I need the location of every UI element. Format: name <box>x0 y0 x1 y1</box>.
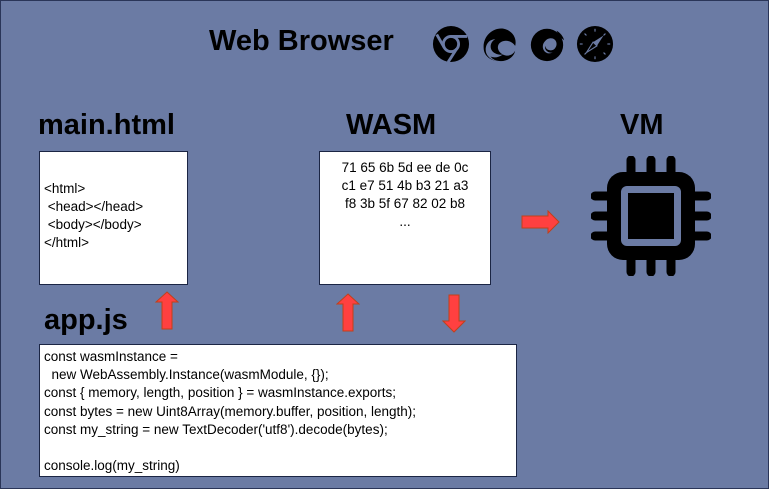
app-to-html-arrow <box>155 291 179 331</box>
code-line: </html> <box>44 235 90 250</box>
hex-line: c1 e7 51 4b b3 21 a3 <box>341 178 469 193</box>
code-line: <body></body> <box>44 217 142 232</box>
main-html-code-box: <html> <head></head> <body></body> </htm… <box>39 151 188 285</box>
main-html-heading: main.html <box>38 109 175 141</box>
wasm-bytes-box: 71 65 6b 5d ee de 0c c1 e7 51 4b b3 21 a… <box>319 151 491 285</box>
code-line: const my_string = new TextDecoder('utf8'… <box>44 421 388 437</box>
wasm-to-vm-arrow <box>521 210 561 234</box>
chrome-icon <box>432 25 470 63</box>
code-line: <html> <box>44 181 86 196</box>
app-to-wasm-arrow <box>336 293 360 333</box>
code-line: console.log(my_string) <box>44 458 180 474</box>
code-line: const { memory, length, position } = was… <box>44 385 397 401</box>
hex-line: f8 3b 5f 67 82 02 b8 <box>344 196 466 211</box>
code-line: new WebAssembly.Instance(wasmModule, {})… <box>44 367 329 383</box>
wasm-heading: WASM <box>346 109 437 141</box>
edge-icon <box>483 28 516 62</box>
code-line: <head></head> <box>44 199 144 214</box>
vm-heading: VM <box>620 109 664 141</box>
code-line: const wasmInstance = <box>44 349 178 364</box>
safari-icon <box>576 25 614 63</box>
app-js-code-box: const wasmInstance = new WebAssembly.Ins… <box>39 344 517 477</box>
code-line: const bytes = new Uint8Array(memory.buff… <box>44 403 417 419</box>
cpu-chip-icon <box>591 156 711 276</box>
browser-icons <box>432 25 614 63</box>
code-line <box>44 439 516 457</box>
hex-line: 71 65 6b 5d ee de 0c <box>341 160 469 175</box>
app-js-heading: app.js <box>44 304 128 336</box>
diagram-title: Web Browser <box>209 25 394 57</box>
ellipsis: ... <box>399 214 411 229</box>
wasm-to-app-arrow <box>442 294 466 334</box>
firefox-icon <box>530 28 565 62</box>
